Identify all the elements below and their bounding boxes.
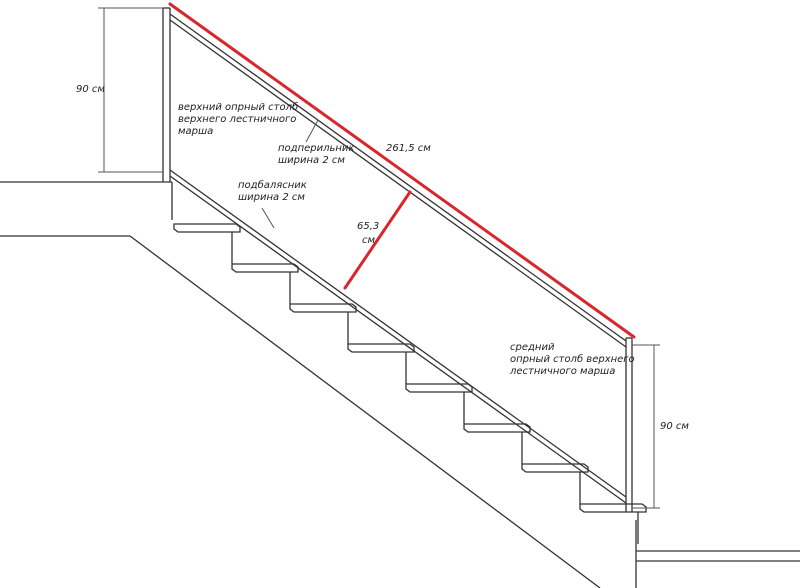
leader-baluster-sub [261,207,275,229]
step-tread [579,503,647,513]
label-top-post-line2: верхнего лестничного [178,114,296,125]
handrail-sub [169,13,627,348]
step-tread [173,223,241,233]
baluster-sub [169,169,627,504]
lower-floor [635,520,800,588]
stair-steps [173,223,647,544]
leader-handrail-sub [305,119,319,143]
label-top-post-line1: верхний опрный столб [178,101,298,113]
dimension-bottom-90 [632,344,660,509]
diagonal-measure [343,190,412,290]
dimension-top-90 [98,7,163,173]
step-tread [347,343,415,353]
label-height-top: 90 см [76,84,105,95]
upper-landing [0,181,173,237]
label-handrail-length: 261,5 см [386,143,431,154]
stringer-bottom-line [129,235,601,588]
label-baluster-sub-line2: ширина 2 см [238,192,305,203]
label-middle-post-line2: опрный столб верхнего [510,353,635,365]
label-top-post-line3: марша [178,126,213,137]
middle-post [625,337,633,512]
top-post [162,7,171,182]
handrail-length-measure [168,2,636,339]
label-middle-post-line3: лестничного марша [509,366,615,377]
label-handrail-sub-line2: ширина 2 см [278,155,345,166]
step-tread [231,263,299,273]
step-tread [289,303,357,313]
label-middle-post-line1: средний [510,342,555,353]
label-diagonal-unit: см [362,235,375,246]
label-diagonal-value: 65,3 [357,221,379,232]
label-height-bottom: 90 см [660,421,689,432]
step-tread [463,423,531,433]
step-tread [521,463,589,473]
label-baluster-sub-line1: подбалясник [238,179,307,191]
label-handrail-sub-line1: подперильник [278,143,354,154]
